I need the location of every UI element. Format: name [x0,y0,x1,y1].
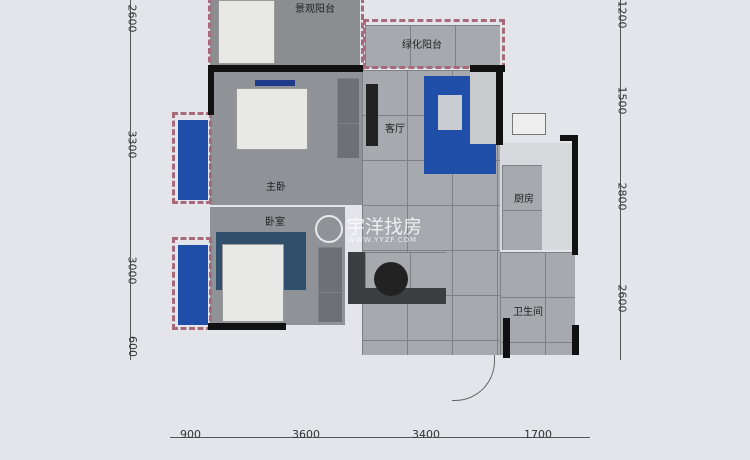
master-balcony-rail [172,112,212,204]
balcony-bed [218,0,275,64]
master-balcony [178,120,208,200]
dim-left-4: 600 [126,336,139,357]
dim-right-2: 1500 [615,86,629,115]
dim-left-1: 2600 [125,4,139,33]
right-dim-line [620,0,621,360]
dim-right-1: 1200 [615,0,629,29]
green-balcony-rail [363,19,505,69]
bedroom-balcony [178,245,208,325]
green-balcony [365,25,500,68]
bedroom-balcony-rail [172,237,212,330]
dim-left-2: 3300 [125,130,139,159]
wall [208,65,363,72]
coffee-table [438,95,462,130]
wall [572,135,578,255]
tv-cabinet [366,84,378,146]
watermark-text: 宇洋找房 [346,216,423,238]
bathroom [500,252,575,355]
dim-bottom-3: 3400 [412,428,440,441]
wall [496,65,503,145]
dim-right-4: 2600 [615,284,629,313]
wall [572,325,579,355]
bathroom-label: 卫生间 [513,307,543,318]
headboard [255,80,295,86]
left-dim-line [130,0,131,360]
living-room-label: 客厅 [385,124,405,135]
kitchen-label: 厨房 [514,194,534,205]
bedroom-wardrobe [318,247,342,322]
ac-unit [512,113,546,135]
wall [208,65,214,115]
wall [560,135,578,141]
watermark-url: WWW.YYZF.COM [348,236,418,244]
master-bed [236,88,308,150]
watermark-logo-icon [315,215,343,243]
dim-left-3: 3000 [125,256,139,285]
wall [470,65,505,72]
sofa [470,72,498,144]
dim-right-3: 2800 [615,182,629,211]
wardrobe [337,78,359,158]
kitchen-floor [502,165,542,250]
bottom-dim-line [170,437,590,438]
dim-bottom-1: 900 [180,428,201,441]
top-balcony-label: 景观阳台 [295,4,335,15]
dining-table [374,262,408,296]
dim-bottom-2: 3600 [292,428,320,441]
wall [208,323,286,330]
master-bedroom-label: 主卧 [266,182,286,193]
green-balcony-label: 绿化阳台 [402,40,442,51]
entrance-door [452,355,495,401]
top-balcony-rail [208,0,364,71]
second-bed [222,244,284,322]
dim-bottom-4: 1700 [524,428,552,441]
bedroom-label: 卧室 [265,217,285,228]
wall [503,318,510,358]
